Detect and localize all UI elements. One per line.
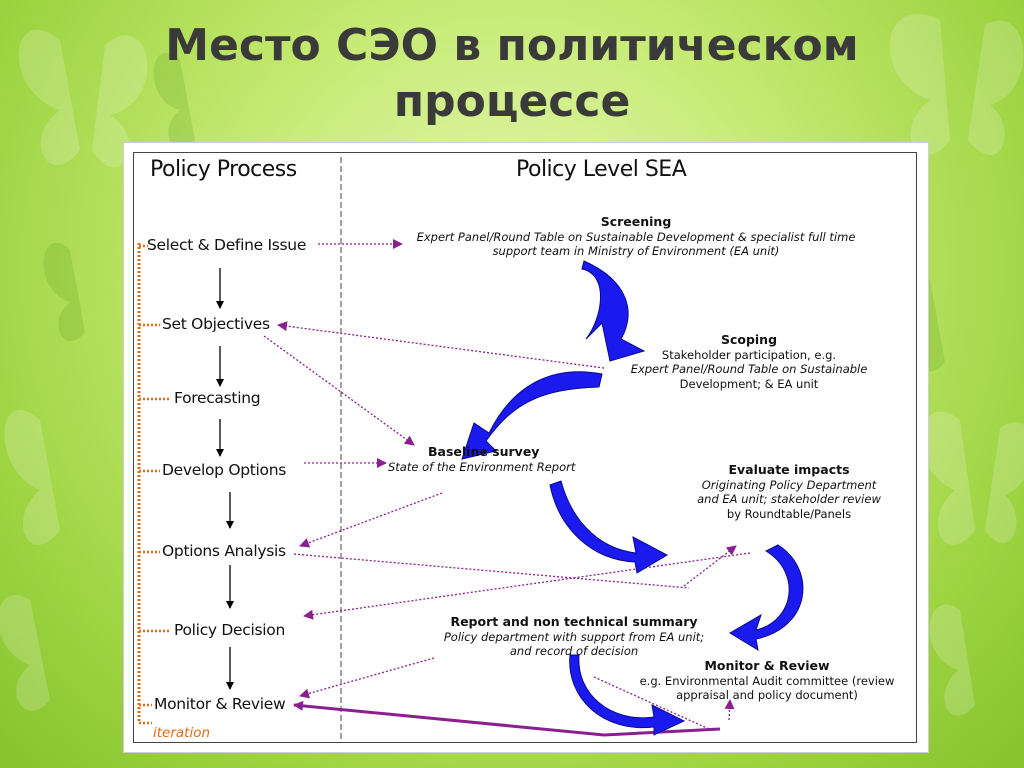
step-set-objectives: Set Objectives — [162, 315, 270, 333]
monitor-line-1: e.g. Environmental Audit committee (revi… — [639, 673, 895, 688]
baseline-title: Baseline survey — [428, 444, 540, 459]
slide-title-line-2: процессе — [393, 76, 631, 127]
baseline-to-evaluate-arrow — [549, 480, 669, 574]
scoping-line-3: Development; & EA unit — [679, 376, 819, 391]
scoping-line-2: Expert Panel/Round Table on Sustainable — [630, 362, 868, 376]
report-line-1: Policy department with support from EA u… — [443, 629, 705, 644]
baseline-line-1: State of the Environment Report — [388, 459, 576, 474]
sea-flow-arrows — [461, 260, 804, 736]
report-line-2: and record of decision — [509, 644, 639, 658]
screening-line-2: support team in Ministry of Environment … — [492, 244, 780, 258]
slide-title: Место СЭО в политическом процессе — [0, 18, 1024, 130]
step-options-analysis: Options Analysis — [162, 542, 286, 560]
sea-scoping: Scoping Stakeholder participation, e.g. … — [619, 332, 879, 391]
screening-title: Screening — [600, 214, 672, 229]
screening-line-1: Expert Panel/Round Table on Sustainable … — [416, 229, 856, 244]
scoping-to-baseline-arrow — [461, 371, 603, 460]
evaluate-line-3: by Roundtable/Panels — [726, 506, 852, 521]
monitor-line-2: appraisal and policy document) — [676, 688, 858, 702]
step-policy-decision: Policy Decision — [174, 621, 286, 639]
iteration-label: iteration — [153, 725, 211, 741]
sea-evaluate-impacts: Evaluate impacts Originating Policy Depa… — [679, 462, 899, 521]
sea-links — [263, 239, 751, 721]
screening-to-scoping-arrow — [581, 260, 646, 362]
sea-baseline: Baseline survey State of the Environment… — [388, 444, 608, 474]
step-select-define-issue: Select & Define Issue — [147, 236, 307, 254]
report-title: Report and non technical summary — [450, 614, 698, 629]
sea-monitor-review: Monitor & Review e.g. Environmental Audi… — [632, 658, 902, 703]
evaluate-line-1: Originating Policy Department — [701, 477, 877, 492]
evaluate-line-2: and EA unit; stakeholder review — [697, 492, 881, 506]
evaluate-title: Evaluate impacts — [728, 462, 850, 477]
report-to-monitor-arrow — [569, 654, 686, 736]
evaluate-to-monitor-arrow — [729, 544, 804, 652]
scoping-line-1: Stakeholder participation, e.g. — [661, 347, 837, 362]
scoping-title: Scoping — [720, 332, 778, 347]
slide-title-line-1: Место СЭО в политическом — [165, 20, 859, 71]
policy-sea-diagram: Policy Process Policy Level SEA Select &… — [123, 142, 929, 753]
step-monitor-review: Monitor & Review — [154, 695, 286, 713]
step-develop-options: Develop Options — [162, 461, 287, 479]
process-flow-arrows — [216, 268, 234, 690]
sea-report-summary: Report and non technical summary Policy … — [434, 614, 714, 659]
policy-level-sea-header: Policy Level SEA — [516, 157, 687, 182]
monitor-title: Monitor & Review — [704, 658, 830, 673]
diagram-connectors — [137, 157, 804, 740]
iteration-return-link — [293, 700, 721, 737]
iteration-ticks — [139, 244, 170, 725]
policy-process-header: Policy Process — [150, 157, 297, 182]
sea-screening: Screening Expert Panel/Round Table on Su… — [406, 214, 866, 259]
step-forecasting: Forecasting — [174, 389, 261, 407]
diagram-frame — [133, 152, 917, 743]
